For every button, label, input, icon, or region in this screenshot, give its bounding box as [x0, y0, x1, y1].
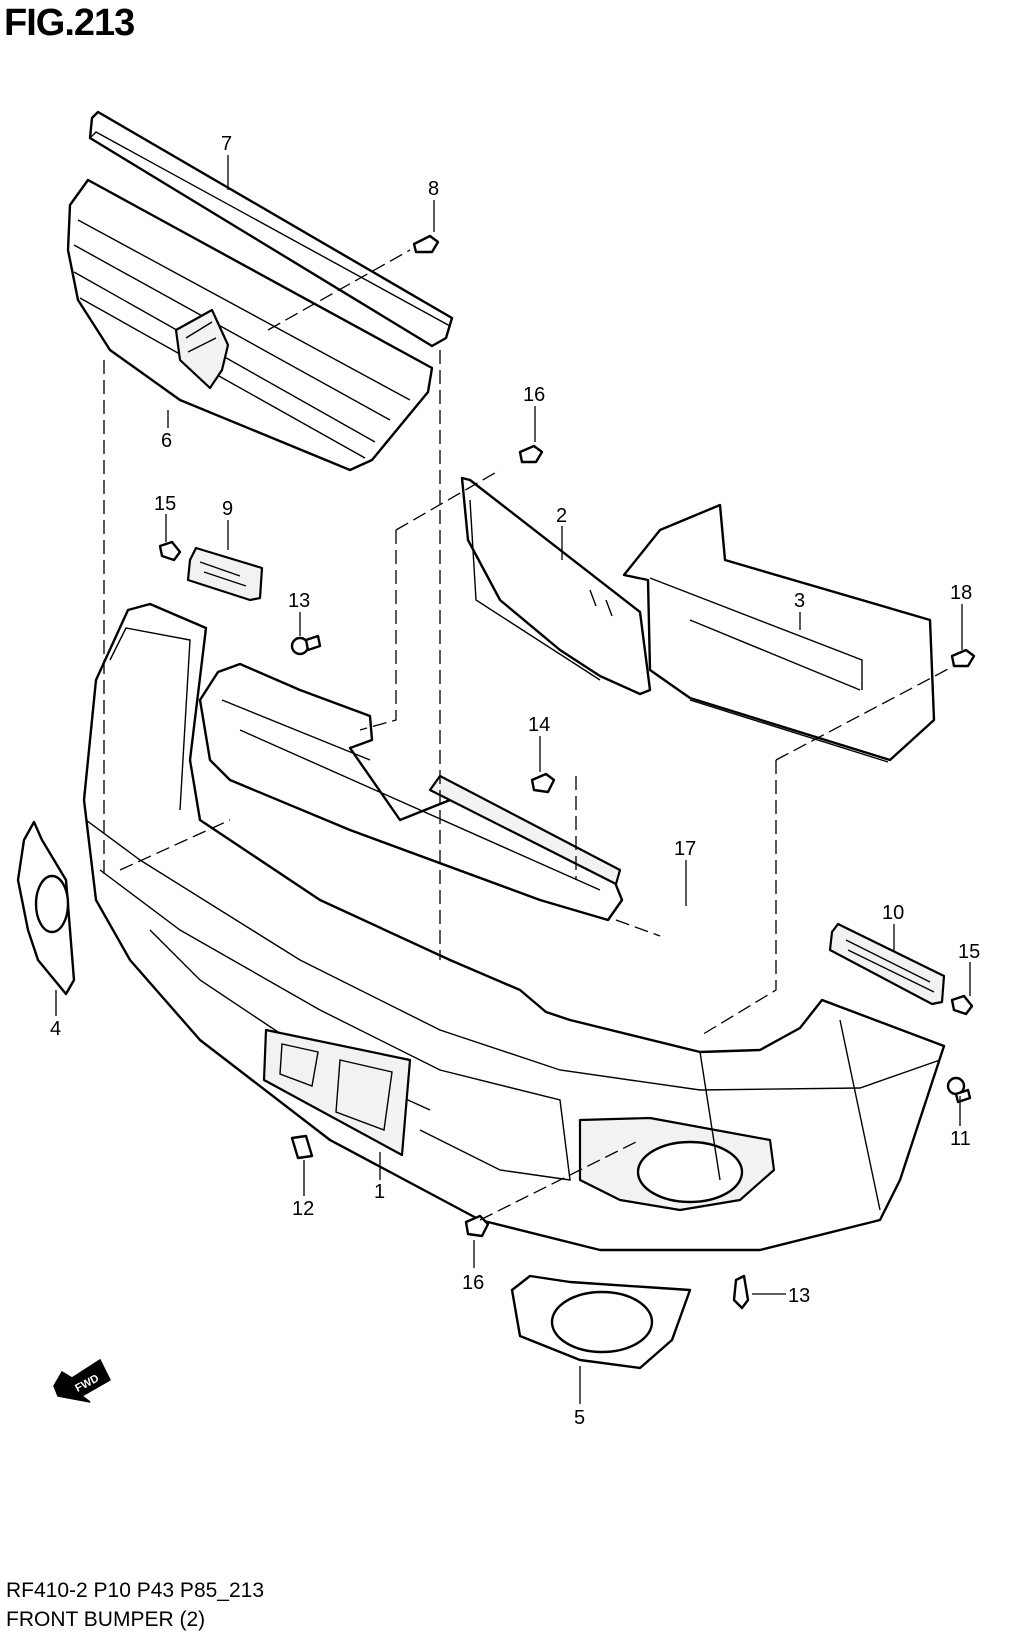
part-10-bracket	[828, 922, 946, 1006]
callout-11: 11	[950, 1128, 971, 1150]
part-12-nut	[290, 1134, 314, 1160]
part-11-screw	[946, 1076, 972, 1104]
callout-2: 2	[556, 505, 567, 527]
part-9-bracket	[186, 546, 264, 602]
part-15-screw-right	[950, 994, 974, 1016]
part-4-side-bracket	[16, 820, 76, 996]
callout-1: 1	[374, 1181, 385, 1203]
forward-arrow-icon: FWD	[53, 1358, 111, 1403]
part-7-grille-molding	[88, 110, 454, 348]
callout-18: 18	[950, 582, 972, 604]
figure-caption: FRONT BUMPER (2)	[6, 1608, 206, 1631]
callout-4: 4	[50, 1018, 61, 1040]
part-15-screw-left	[158, 540, 182, 562]
bumper-upper-member	[198, 662, 624, 922]
part-13-clip-lower	[732, 1274, 750, 1310]
callout-5: 5	[574, 1407, 585, 1429]
part-8-screw	[412, 234, 440, 254]
callout-15-left: 15	[154, 493, 176, 515]
callout-15-right: 15	[958, 941, 980, 963]
part-3-air-duct	[622, 503, 936, 763]
callout-13-upper: 13	[288, 590, 310, 612]
figure-title: FIG.213	[4, 2, 135, 44]
part-13-clip-upper	[290, 634, 322, 656]
callout-16-upper: 16	[523, 384, 545, 406]
callout-3: 3	[794, 590, 805, 612]
callout-13-lower: 13	[788, 1285, 810, 1307]
callout-14: 14	[528, 714, 550, 736]
leader-lines	[55, 155, 971, 1404]
part-18-screw	[950, 648, 976, 668]
callout-7: 7	[221, 133, 232, 155]
figure-code: RF410-2 P10 P43 P85_213	[6, 1579, 265, 1602]
part-1-front-bumper	[82, 602, 946, 1252]
part-6-front-grille	[66, 178, 434, 472]
callout-17: 17	[674, 838, 696, 860]
part-5-fog-bezel	[510, 1274, 692, 1370]
callout-labels: 7 8 6 16 2 3 18 15 9 13 14 17 10 15 4 11…	[50, 133, 980, 1429]
callout-10: 10	[882, 902, 904, 924]
callout-16-lower: 16	[462, 1272, 484, 1294]
callout-9: 9	[222, 498, 233, 520]
part-16-screw-lower	[464, 1214, 490, 1238]
part-2-grille-panel	[460, 476, 652, 696]
callout-12: 12	[292, 1198, 314, 1220]
part-16-screw-upper	[518, 444, 544, 464]
callout-6: 6	[161, 430, 172, 452]
callout-8: 8	[428, 178, 439, 200]
part-14-screw	[530, 772, 556, 794]
